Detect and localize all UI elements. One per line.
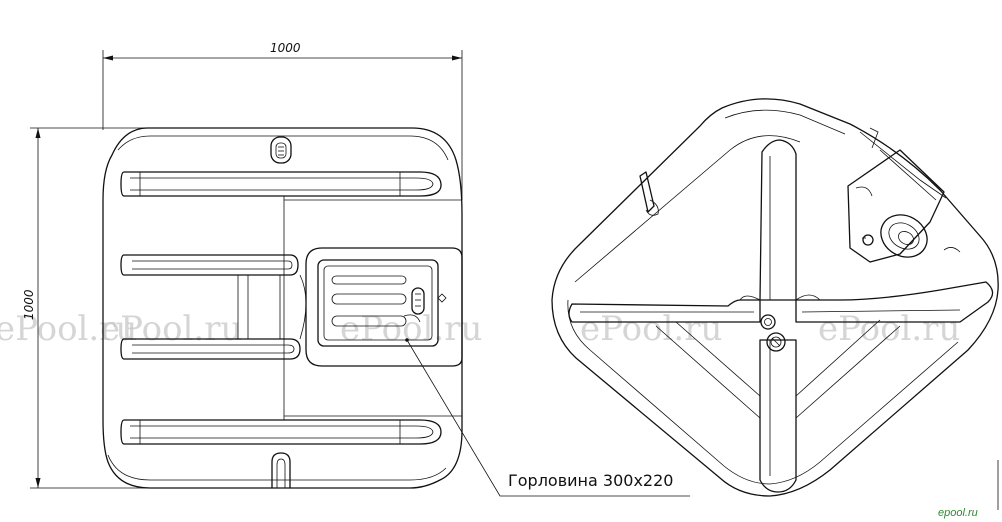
bottom-rib [120,419,442,445]
tank-outline [102,127,463,489]
center-plug-small [760,314,776,330]
watermark-text: ePool.ru [0,309,137,349]
hatch-cover [317,259,439,347]
isometric-view [551,98,999,497]
lid-knob [411,287,425,315]
watermark-text: ePool.ru [100,309,242,349]
cross-arm-vertical [759,139,797,301]
callout-leader [406,339,690,497]
tank-iso-outline [551,98,999,497]
top-handle-slot [270,136,292,164]
watermark-text: ePool.ru [580,309,722,349]
top-rib [120,171,442,197]
corner-watermark: epool.ru [938,507,978,519]
watermark-layer: ePool.ru ePool.ru ePool.ru ePool.ru ePoo… [0,309,960,349]
boss-outline [847,149,945,263]
center-plug [766,332,786,352]
callout-label: Горловина 300х220 [508,471,673,490]
watermark-text: ePool.ru [818,309,960,349]
hatch-opening [880,214,928,258]
dimension-width-label: 1000 [270,41,301,55]
hatch-frame [305,247,463,367]
dimension-width: 1000 [102,41,463,200]
bottom-handle-slot [271,452,291,489]
top-view: Горловина 300х220 1000 1000 [22,41,690,497]
dimension-height: 1000 [22,127,150,489]
dimension-height-label: 1000 [22,289,36,320]
